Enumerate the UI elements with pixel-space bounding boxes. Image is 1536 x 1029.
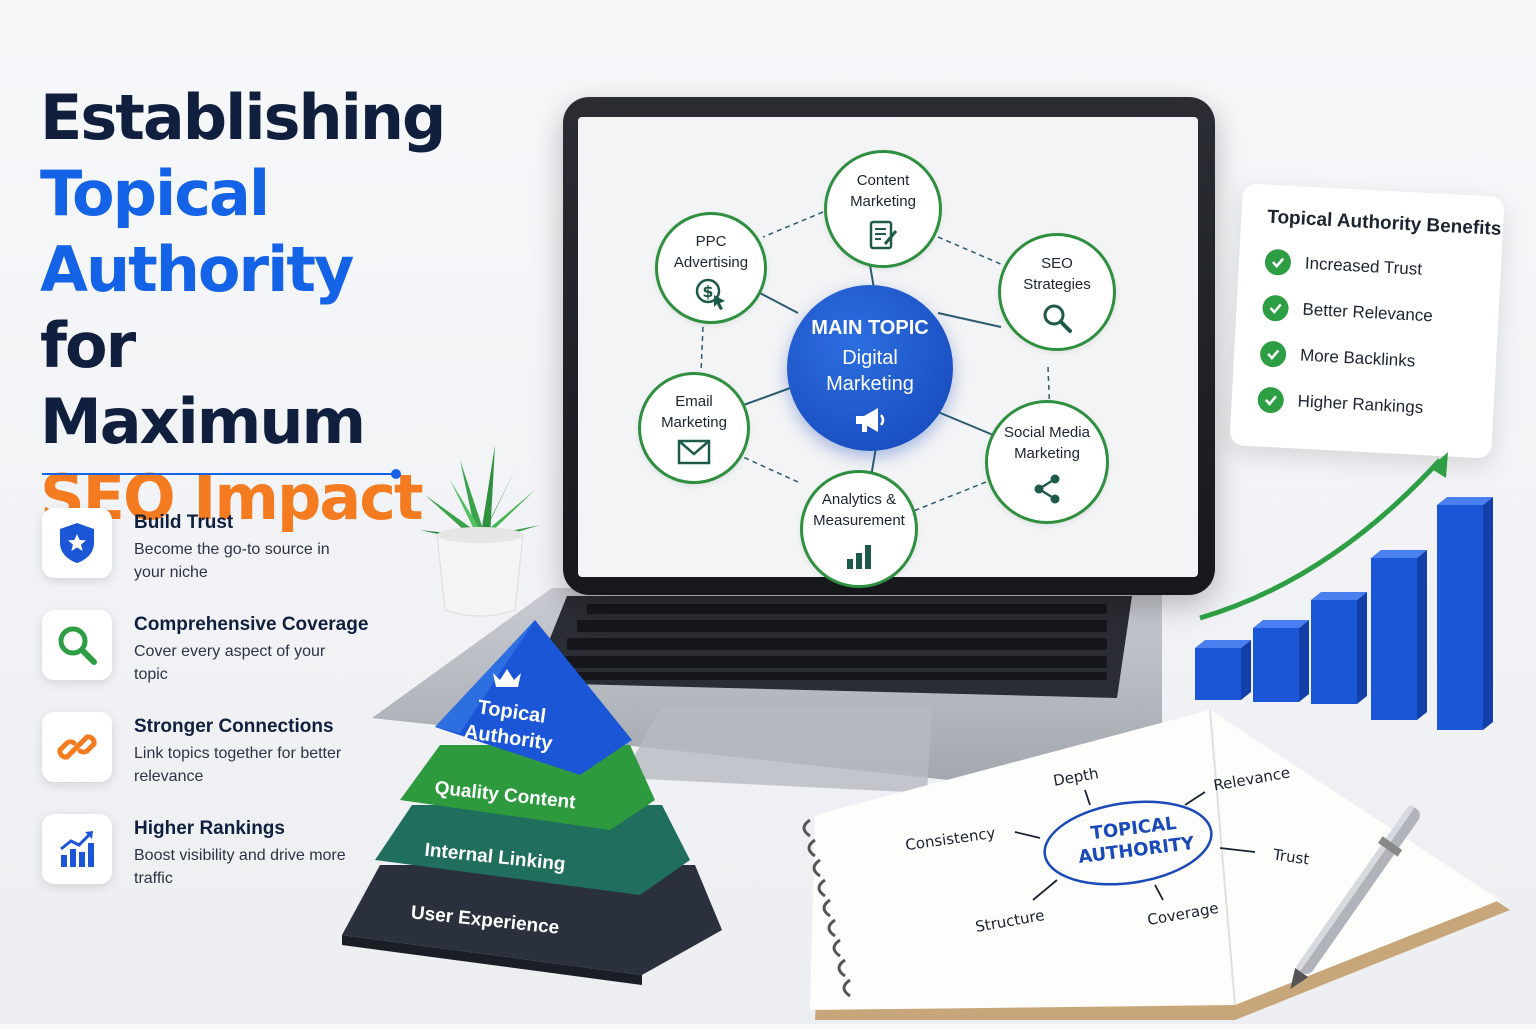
bar-4: [1371, 550, 1427, 720]
link-icon: [42, 712, 112, 782]
node-label: PPC: [695, 233, 727, 250]
feature-heading: Stronger Connections: [134, 716, 334, 737]
bar-chart-icon: [843, 539, 875, 576]
mindmap-center-main-topic: MAIN TOPIC Digital Marketing: [787, 285, 953, 451]
dollar-cursor-icon: $: [694, 277, 728, 316]
feature-heading: Higher Rankings: [134, 818, 285, 839]
benefit-label: Increased Trust: [1304, 253, 1423, 279]
mindmap-node-ppc-advertising: PPC Advertising $: [655, 212, 767, 324]
mindmap-node-content-marketing: Content Marketing: [824, 150, 942, 268]
node-label: Marketing: [1014, 445, 1080, 462]
potted-plant: [415, 440, 545, 620]
feature-description: Cover every aspect of your topic: [134, 643, 326, 683]
crown-icon: [490, 665, 524, 696]
megaphone-icon: [852, 405, 888, 440]
center-subtitle-line-2: Marketing: [826, 373, 914, 395]
mindmap-node-social-media-marketing: Social Media Marketing: [985, 400, 1109, 524]
benefit-item: Increased Trust: [1264, 247, 1423, 285]
node-label: SEO: [1041, 255, 1073, 272]
trending-chart-icon: [42, 814, 112, 884]
checkmark-icon: [1257, 386, 1285, 414]
bar-1: [1195, 640, 1251, 700]
bar-3: [1311, 592, 1367, 704]
growth-bar-chart: [1150, 440, 1530, 740]
title-divider-dot: [391, 469, 401, 479]
benefit-label: Higher Rankings: [1297, 391, 1424, 418]
feature-description: Link topics together for better relevanc…: [134, 745, 342, 785]
feature-list: Build Trust Become the go-to source in y…: [42, 508, 422, 916]
headline-line-1: Establishing: [40, 81, 446, 154]
shield-star-icon: [42, 508, 112, 578]
benefits-card: Topical Authority Benefits Increased Tru…: [1229, 183, 1505, 459]
node-label: Social Media: [1004, 424, 1090, 441]
benefit-label: Better Relevance: [1302, 299, 1434, 326]
mindmap-node-email-marketing: Email Marketing: [638, 372, 750, 484]
center-title: MAIN TOPIC: [811, 317, 929, 339]
headline-line-2: Topical: [40, 157, 270, 230]
checkmark-icon: [1261, 294, 1290, 322]
magnifier-icon: [1041, 302, 1073, 339]
node-label: Marketing: [661, 414, 727, 431]
node-label: Strategies: [1023, 276, 1091, 293]
search-icon: [42, 610, 112, 680]
growth-arrow-head: [1430, 452, 1448, 478]
center-subtitle-line-1: Digital: [842, 347, 898, 369]
checkmark-icon: [1259, 340, 1287, 368]
feature-stronger-connections: Stronger Connections Link topics togethe…: [42, 712, 422, 814]
feature-description: Boost visibility and drive more traffic: [134, 847, 346, 887]
node-label: Advertising: [673, 254, 749, 271]
spiral-notebook: TOPICAL AUTHORITY Depth Relevance Consis…: [795, 700, 1515, 1024]
feature-higher-rankings: Higher Rankings Boost visibility and dri…: [42, 814, 422, 916]
share-icon: [1031, 473, 1063, 510]
benefit-item: More Backlinks: [1259, 338, 1416, 376]
feature-heading: Build Trust: [134, 512, 234, 533]
headline: Establishing Topical Authority for Maxim…: [40, 80, 460, 536]
node-label: Marketing: [850, 193, 916, 210]
benefit-item: Higher Rankings: [1257, 384, 1424, 423]
mindmap-node-seo-strategies: SEO Strategies: [998, 233, 1116, 351]
bar-5: [1437, 497, 1493, 730]
headline-line-3: Authority: [40, 233, 354, 306]
feature-build-trust: Build Trust Become the go-to source in y…: [42, 508, 422, 610]
laptop-keyboard-base: [372, 588, 1162, 803]
bar-2: [1253, 620, 1309, 702]
feature-heading: Comprehensive Coverage: [134, 614, 369, 635]
node-label: Analytics &: [821, 491, 897, 508]
svg-text:$: $: [702, 282, 713, 301]
mindmap-node-analytics-measurement: Analytics & Measurement: [800, 470, 918, 588]
title-divider: [42, 473, 396, 475]
feature-description: Become the go-to source in your niche: [134, 541, 330, 581]
benefit-label: More Backlinks: [1299, 345, 1416, 371]
node-label: Content: [856, 172, 910, 189]
growth-arrow-line: [1199, 458, 1442, 621]
headline-line-4: for Maximum: [40, 309, 366, 458]
benefits-card-title: Topical Authority Benefits: [1266, 206, 1502, 240]
authority-pyramid: Topical Authority Quality Content Intern…: [340, 615, 730, 985]
feature-comprehensive-coverage: Comprehensive Coverage Cover every aspec…: [42, 610, 422, 712]
node-label: Email: [675, 393, 713, 410]
node-label: Measurement: [813, 512, 905, 529]
checkmark-icon: [1264, 248, 1292, 276]
benefit-item: Better Relevance: [1261, 293, 1434, 332]
mindmap-connectors: [700, 211, 1051, 513]
envelope-icon: [677, 439, 711, 470]
document-pen-icon: [867, 219, 899, 256]
